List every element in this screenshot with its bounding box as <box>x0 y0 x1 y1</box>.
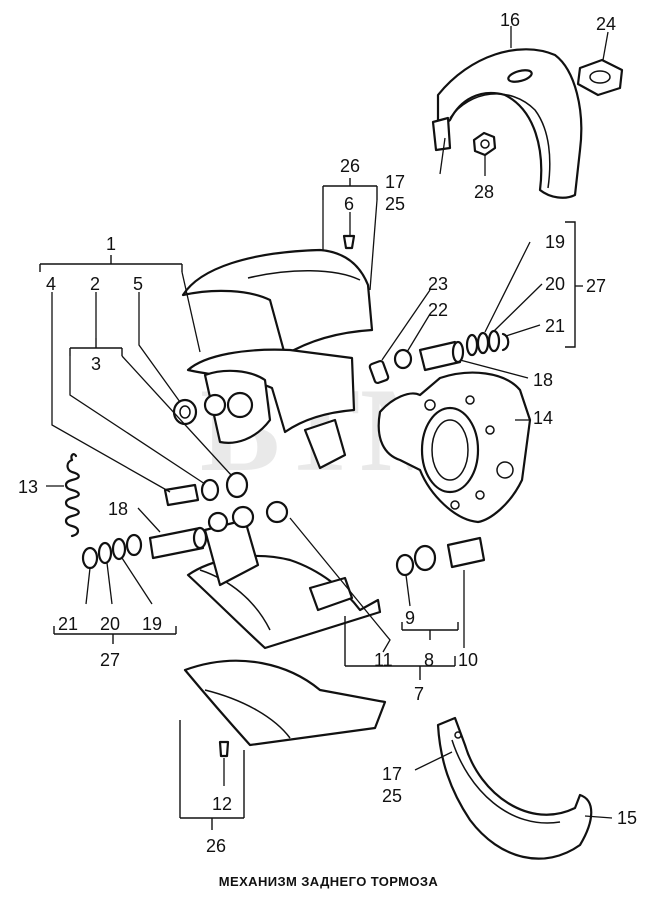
label-19-lower: 19 <box>142 614 162 634</box>
label-5: 5 <box>133 274 143 294</box>
bushing <box>172 398 198 426</box>
label-28: 28 <box>474 182 494 202</box>
brake-support <box>377 371 532 524</box>
bushing-pin-lower <box>395 536 486 577</box>
upper-dust-shield <box>431 48 583 199</box>
label-17-upper: 17 <box>385 172 405 192</box>
adjusting-bolt <box>368 348 413 385</box>
label-19-upper: 19 <box>545 232 565 252</box>
label-25-lower: 25 <box>382 786 402 806</box>
upper-brake-lining <box>181 248 374 357</box>
label-9: 9 <box>405 608 415 628</box>
label-27-upper: 27 <box>586 276 606 296</box>
label-7: 7 <box>414 684 424 704</box>
leader-lines <box>39 26 613 830</box>
label-27-lower: 27 <box>100 650 120 670</box>
label-4: 4 <box>46 274 56 294</box>
label-11: 11 <box>374 650 393 670</box>
shoe-pin-set <box>163 471 249 507</box>
label-17-lower: 17 <box>382 764 402 784</box>
label-24: 24 <box>596 14 616 34</box>
label-21-upper: 21 <box>545 316 565 336</box>
label-22: 22 <box>428 300 448 320</box>
label-6: 6 <box>344 194 354 214</box>
return-spring <box>64 453 80 538</box>
label-25-upper: 25 <box>385 194 405 214</box>
upper-brake-shoe <box>186 348 356 470</box>
label-3: 3 <box>91 354 101 374</box>
label-26-upper: 26 <box>340 156 360 176</box>
label-12: 12 <box>212 794 232 814</box>
label-13: 13 <box>18 477 38 497</box>
label-18-lower: 18 <box>108 499 128 519</box>
washer-set-upper <box>465 329 510 357</box>
gasket-plate <box>576 58 624 97</box>
label-2: 2 <box>90 274 100 294</box>
lower-dust-shield <box>436 716 593 860</box>
label-1: 1 <box>106 234 116 254</box>
lower-brake-shoe <box>186 500 382 650</box>
label-20-lower: 20 <box>100 614 120 634</box>
washer-set-lower <box>81 533 143 570</box>
label-15: 15 <box>617 808 637 828</box>
label-21-lower: 21 <box>58 614 78 634</box>
rivet <box>342 234 356 250</box>
lower-brake-lining <box>183 659 387 747</box>
label-14: 14 <box>533 408 553 428</box>
part-number-labels: 16 24 26 17 25 28 6 1 19 4 2 5 23 20 27 … <box>18 10 637 856</box>
label-18-upper: 18 <box>533 370 553 390</box>
label-26-lower: 26 <box>206 836 226 856</box>
label-20-upper: 20 <box>545 274 565 294</box>
diagram-caption: МЕХАНИЗМ ЗАДНЕГО ТОРМОЗА <box>218 874 439 889</box>
lower-rivet <box>218 740 230 758</box>
label-8: 8 <box>424 650 434 670</box>
label-10: 10 <box>458 650 478 670</box>
label-23: 23 <box>428 274 448 294</box>
anchor-pin-lower <box>148 526 208 560</box>
anchor-pin-upper <box>418 340 465 372</box>
nut <box>472 131 497 157</box>
label-16: 16 <box>500 10 520 30</box>
